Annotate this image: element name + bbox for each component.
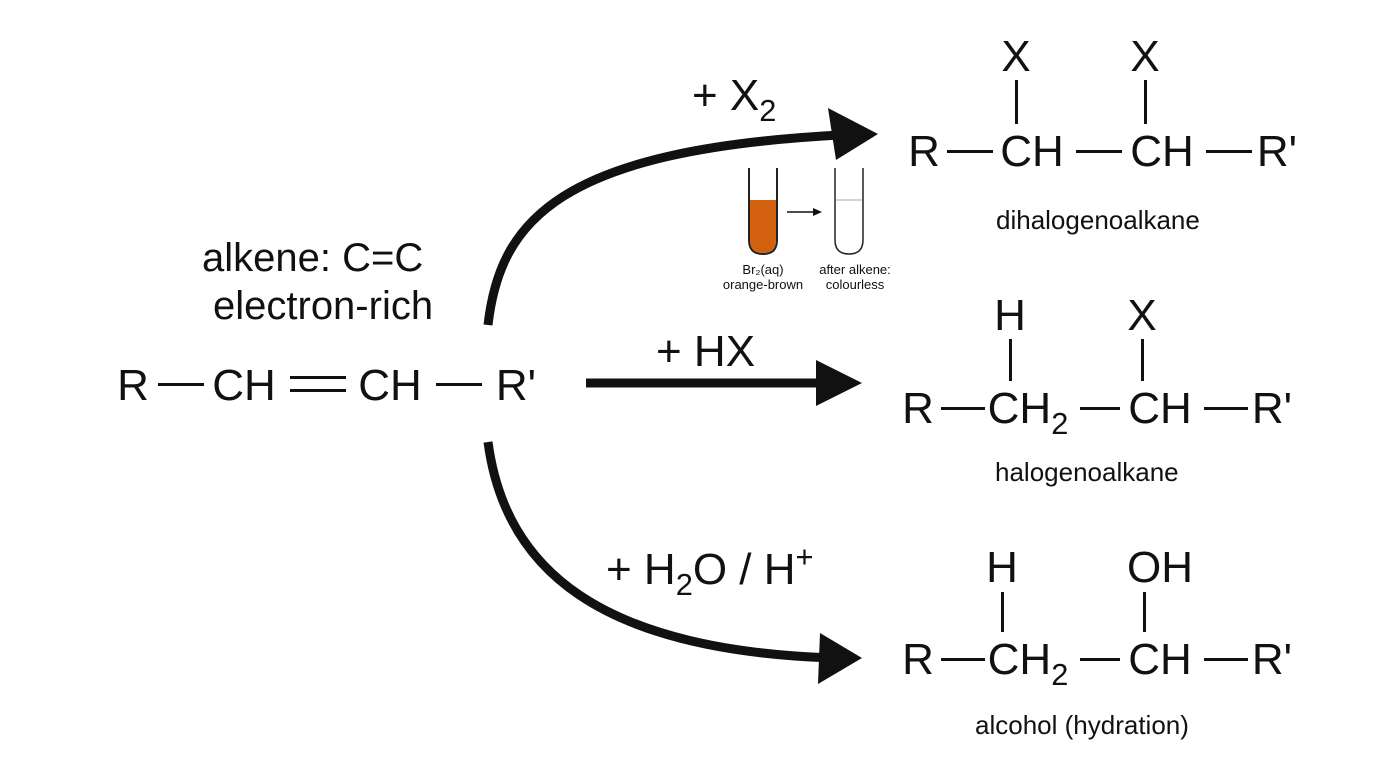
bromine-after-line1: after alkene: [819,262,891,277]
substituent-left: H [986,543,1018,592]
bond-single [1204,407,1248,410]
substituent-right: X [1127,291,1157,340]
product-r-prime: R' [1251,635,1293,684]
product-r-prime: R' [1256,127,1298,176]
arrow-to-alcohol [483,441,833,663]
reagent-text: + H [606,545,676,594]
bond-vertical [1015,80,1018,124]
reagent-text-mid: O / H [692,545,796,594]
product-c1-subscript: 2 [1051,405,1069,441]
alkene-r-prime: R' [495,361,537,410]
product-c2: CH [1128,635,1192,684]
substituent-left: X [1001,32,1031,81]
substituent-left: H [994,291,1026,340]
bond-single [1076,150,1122,153]
bromine-after-line2: colourless [825,276,885,292]
product-r-prime: R' [1251,384,1293,433]
product-r: R [908,127,940,176]
reagent-subscript: 2 [759,92,777,128]
bond-single [158,383,204,386]
bond-single [947,150,993,153]
reagent-water-acid: + H2O / H+ [606,541,814,600]
decolourise-arrow [787,208,822,216]
substituent-right: OH [1127,543,1193,592]
product-c1: CH2 [987,635,1069,690]
reagent-halogen: + X2 [692,71,776,126]
product-name: halogenoalkane [995,457,1179,487]
product-r: R [902,384,934,433]
bond-double-lower [290,389,346,392]
arrowhead-middle [816,360,862,406]
bond-vertical [1143,592,1146,632]
electron-rich-label: electron-rich [213,284,434,328]
arrowhead-top [828,108,878,160]
reagent-hydrogen-halide: + HX [656,327,756,376]
bromine-after-label: after alkene: colourless [815,262,895,293]
reagent-text: + X [692,71,760,120]
product-c1: CH [1000,127,1064,176]
bond-single [1204,658,1248,661]
test-tube-before [748,168,778,256]
bond-single [1080,658,1120,661]
substituent-right: X [1130,32,1160,81]
product-c1: CH2 [987,384,1069,439]
arrow-to-dihalogenoalkane [483,130,841,326]
product-name: dihalogenoalkane [996,205,1200,235]
test-tube-after [834,168,864,255]
reagent-superscript: + [795,539,814,575]
arrowhead-bottom [818,633,862,684]
product-c2: CH [1130,127,1194,176]
reagent-subscript: 2 [675,566,693,602]
bond-single [941,407,985,410]
bromine-before-line2: orange-brown [722,276,804,292]
bromine-before-label: Br₂(aq) orange-brown [710,262,816,293]
product-name: alcohol (hydration) [975,710,1189,740]
bond-vertical [1141,339,1144,381]
bond-vertical [1001,592,1004,632]
bond-vertical [1009,339,1012,381]
bond-single [1206,150,1252,153]
bond-single [1080,407,1120,410]
bond-double-upper [290,376,346,379]
product-c1-subscript: 2 [1051,656,1069,692]
alkene-ch-left: CH [212,361,276,410]
product-c2: CH [1128,384,1192,433]
product-c1-text: CH [987,384,1052,433]
bromine-before-line1: Br₂(aq) [742,262,784,277]
bond-single [436,383,482,386]
alkene-r: R [117,361,149,410]
product-r: R [902,635,934,684]
alkene-ch-right: CH [358,361,422,410]
bond-single [941,658,985,661]
alkene-label: alkene: C=C [202,236,424,280]
bond-vertical [1144,80,1147,124]
product-c1-text: CH [987,635,1052,684]
